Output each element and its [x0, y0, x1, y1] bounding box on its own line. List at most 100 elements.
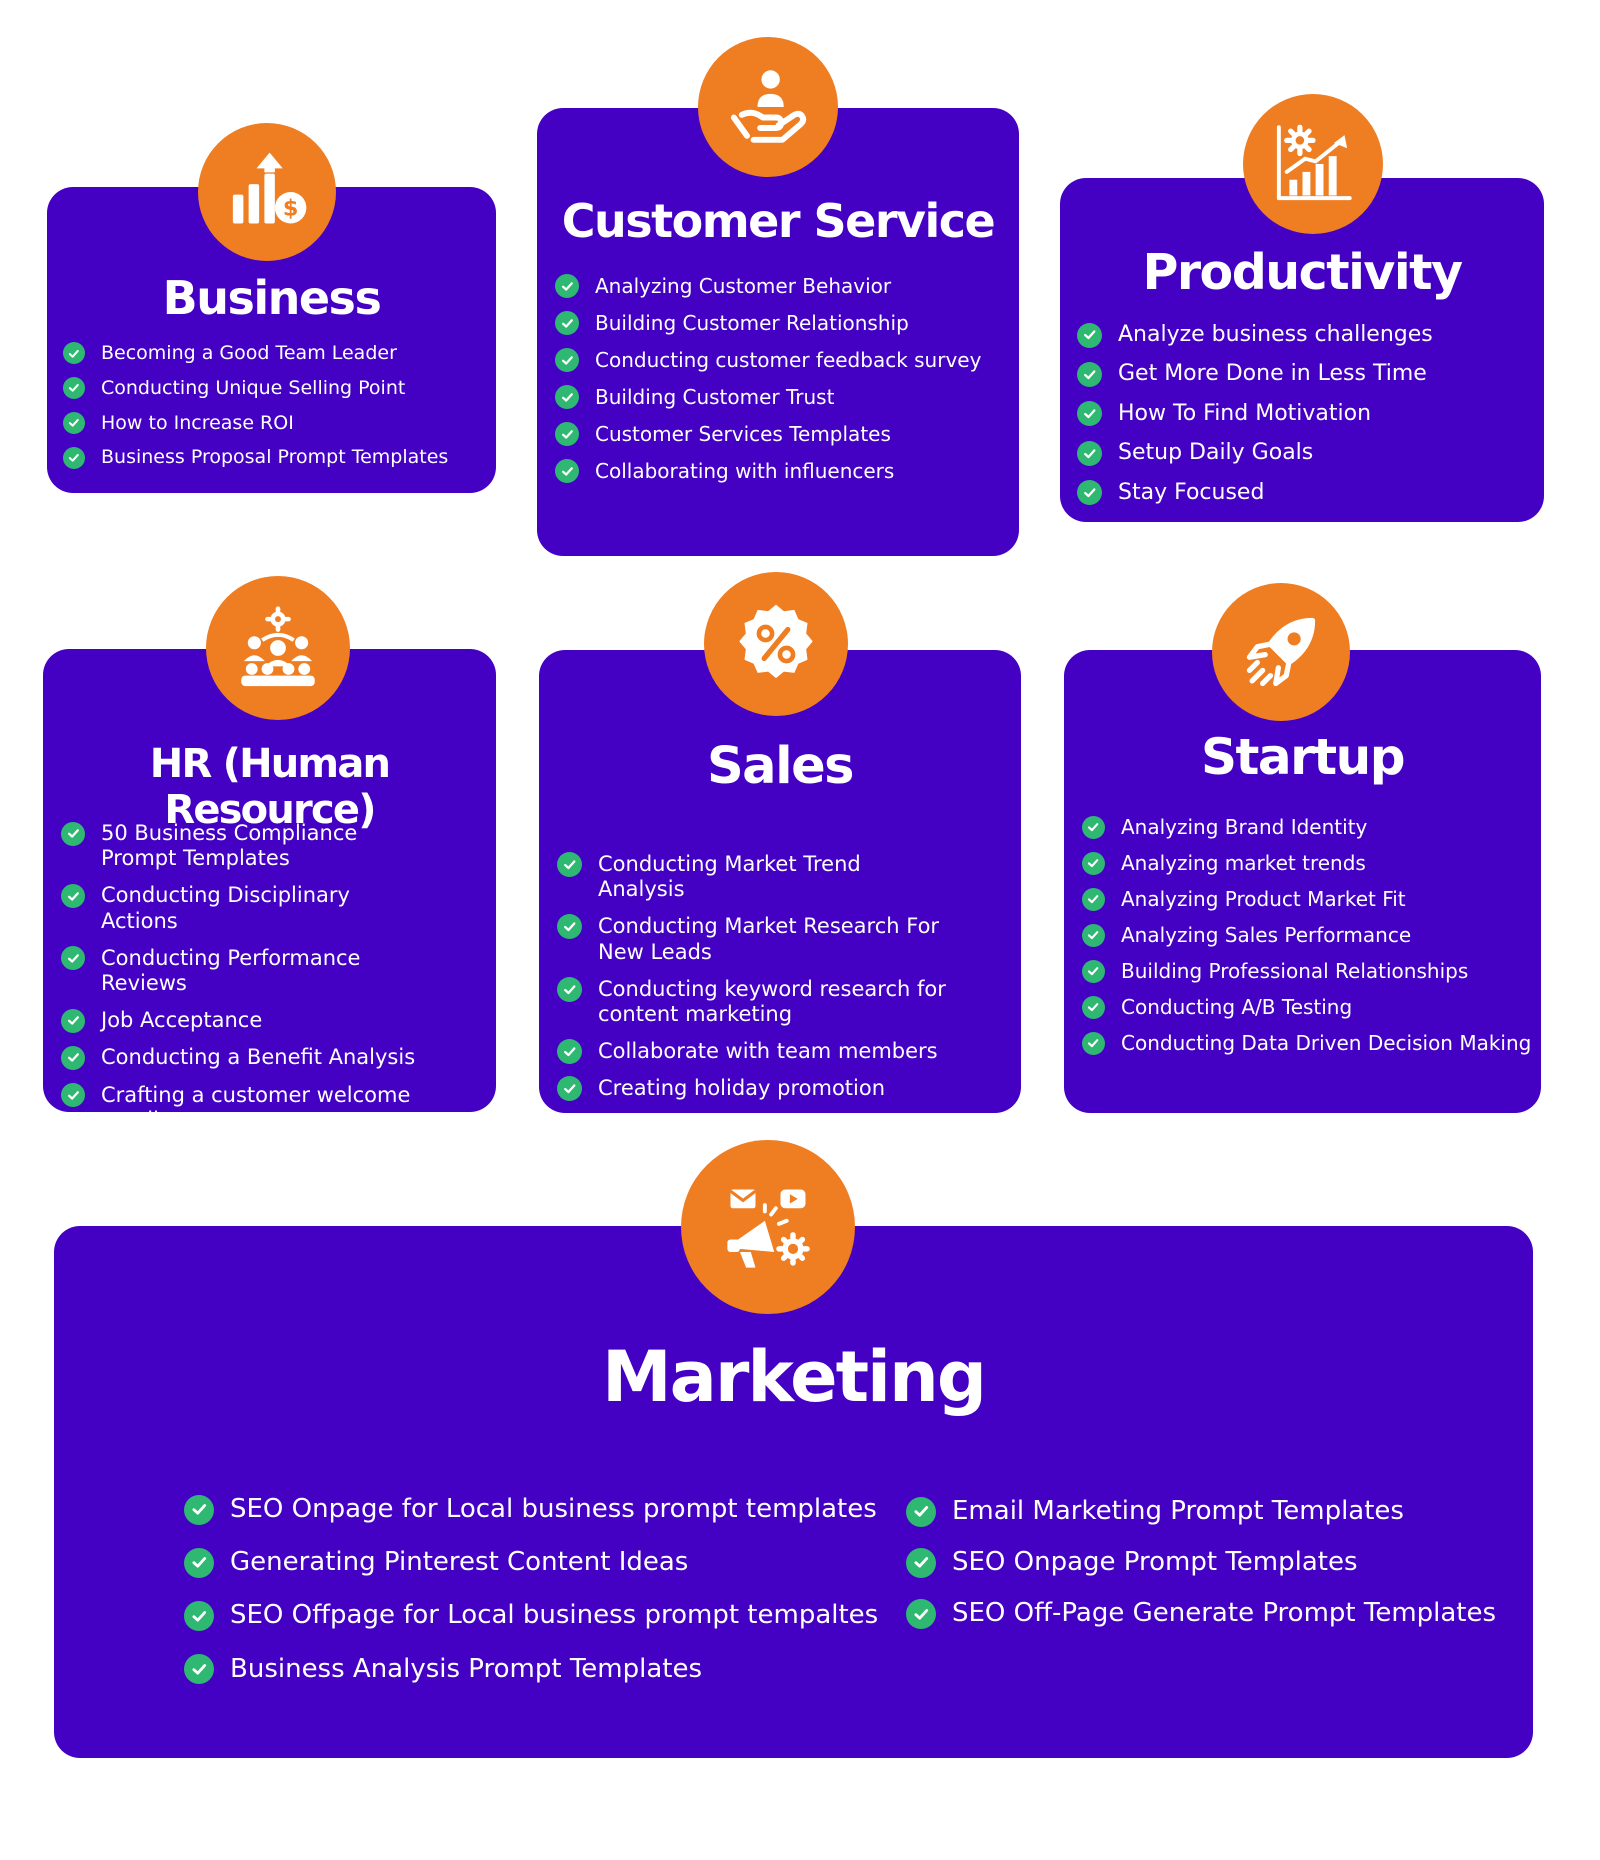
list-item: Conducting Market Research For New Leads	[557, 914, 947, 964]
check-icon	[557, 914, 582, 940]
list-item-text: Analyzing Brand Identity	[1121, 815, 1368, 839]
list-item: Stay Focused	[1077, 480, 1532, 506]
list-item-text: Conducting Market Trend Analysis	[598, 852, 861, 902]
list-item-text: Email Marketing Prompt Templates	[952, 1496, 1404, 1526]
check-icon	[61, 1045, 85, 1070]
card-title: Sales	[706, 737, 855, 796]
check-icon	[61, 1008, 85, 1033]
marketing-icon-badge	[681, 1140, 855, 1314]
check-icon	[1082, 815, 1105, 839]
list-item-text: Stay Focused	[1118, 479, 1265, 505]
list-item-text: Conducting customer feedback survey	[595, 348, 982, 372]
check-icon	[184, 1547, 214, 1578]
check-icon	[555, 311, 579, 335]
check-icon	[63, 342, 85, 365]
list-item: SEO Onpage for Local business prompt tem…	[184, 1494, 904, 1525]
list-item-text: Building Customer Trust	[595, 385, 835, 409]
check-icon	[555, 274, 579, 298]
list-item-text: SEO Onpage Prompt Templates	[952, 1547, 1358, 1578]
card-productivity: Productivity Analyze business challenges…	[1060, 178, 1544, 522]
list-item: Business Analysis Prompt Templates	[184, 1654, 904, 1685]
check-icon	[555, 422, 579, 446]
check-icon	[1077, 362, 1102, 388]
list-item-text: Collaborating with influencers	[595, 459, 895, 483]
check-icon	[61, 946, 85, 971]
card-marketing: Marketing SEO Onpage for Local business …	[54, 1226, 1533, 1758]
business-icon-badge: $	[198, 123, 336, 261]
list-item-text: Conducting a Benefit Analysis	[101, 1045, 416, 1070]
list-item: Conducting Data Driven Decision Making	[1082, 1031, 1537, 1055]
startup-icon-badge	[1212, 583, 1350, 721]
list-item: Conducting keyword research for content …	[557, 977, 947, 1027]
card-title: Productivity	[1142, 244, 1463, 301]
check-icon	[63, 377, 85, 400]
list-item-text: Collaborate with team members	[598, 1039, 938, 1064]
rocket-icon	[1246, 617, 1316, 687]
megaphone-media-icon	[727, 1189, 810, 1268]
check-icon	[555, 459, 579, 483]
card-title: Customer Service	[561, 194, 996, 248]
check-icon	[1077, 401, 1102, 427]
list-item-text: Becoming a Good Team Leader	[101, 342, 397, 364]
gear-chart-icon	[1276, 124, 1352, 201]
list-item-text: Building Professional Relationships	[1121, 959, 1469, 983]
check-icon	[906, 1598, 936, 1629]
list-item: Job Acceptance	[61, 1008, 421, 1033]
check-icon	[555, 385, 579, 409]
list-item: Conducting Unique Selling Point	[63, 377, 483, 400]
list-item-text: Creating holiday promotion	[598, 1076, 886, 1101]
check-icon	[184, 1600, 214, 1631]
check-icon	[61, 821, 85, 846]
check-icon	[63, 446, 85, 469]
list-item: Crafting a customer welcome email	[61, 1083, 421, 1133]
check-icon	[555, 348, 579, 372]
card-title: Startup	[1200, 728, 1406, 786]
list-item-text: How To Find Motivation	[1118, 400, 1372, 426]
list-item-text: Conducting Market Research For New Leads	[598, 914, 940, 964]
list-item: Business Proposal Prompt Templates	[63, 446, 483, 469]
check-icon	[1082, 1031, 1105, 1055]
check-icon	[906, 1547, 936, 1578]
list-item: Building Customer Trust	[555, 385, 1010, 409]
check-icon	[1077, 322, 1102, 348]
list-item-text: Setup Daily Goals	[1118, 440, 1314, 466]
list-item: SEO Offpage for Local business prompt te…	[184, 1600, 904, 1631]
list-item-text: SEO Off-Page Generate Prompt Templates	[952, 1598, 1497, 1629]
list-item: Email Marketing Prompt Templates	[906, 1496, 1506, 1527]
list-item: Conducting Disciplinary Actions	[61, 883, 421, 933]
list-item: Analyzing Product Market Fit	[1082, 887, 1537, 911]
check-icon	[1082, 851, 1105, 875]
hr-icon-badge	[206, 576, 350, 720]
list-item: Collaborate with team members	[557, 1039, 947, 1065]
hand-holding-person-icon	[730, 70, 807, 143]
list-item: Conducting Performance Reviews	[61, 946, 421, 996]
list-item-text: Generating Pinterest Content Ideas	[230, 1547, 689, 1578]
list-item: Collaborating with influencers	[555, 459, 1010, 483]
list-item-text: How to Increase ROI	[101, 411, 294, 434]
list-item-text: Analyzing Product Market Fit	[1121, 887, 1406, 911]
list-item: Generating Pinterest Content Ideas	[184, 1547, 904, 1578]
list-item: Conducting a Benefit Analysis	[61, 1045, 421, 1070]
card-customer-service: Customer Service Analyzing Customer Beha…	[537, 108, 1019, 556]
list-item-text: Analyzing Sales Performance	[1121, 923, 1412, 947]
list-item-text: Analyzing market trends	[1121, 851, 1366, 875]
card-title: Business	[162, 271, 382, 325]
growth-chart-dollar-icon: $	[232, 152, 307, 224]
list-item: Creating holiday promotion	[557, 1076, 947, 1102]
check-icon	[1082, 923, 1105, 947]
productivity-icon-badge	[1243, 94, 1383, 234]
check-icon	[557, 976, 582, 1002]
list-item: Customer Services Templates	[555, 422, 1010, 446]
list-item: Building Professional Relationships	[1082, 959, 1537, 983]
list-item: Building Customer Relationship	[555, 311, 1010, 335]
card-hr: HR (Human Resource) 50 Business Complian…	[43, 649, 496, 1132]
check-icon	[557, 852, 582, 878]
list-item: Analyzing Customer Behavior	[555, 274, 1010, 298]
